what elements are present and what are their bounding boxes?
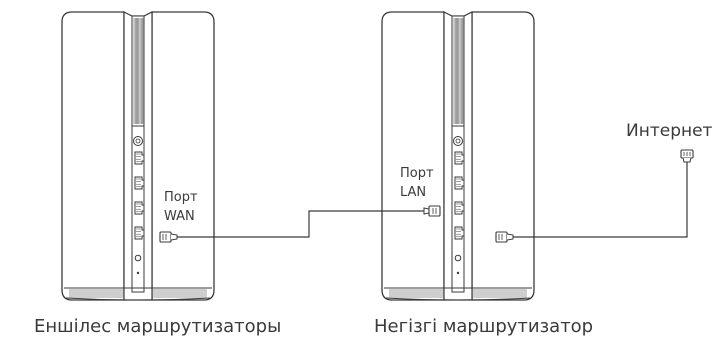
wan-port-label-line1: Порт: [164, 190, 198, 205]
wan-port-label-line2: WAN: [164, 209, 195, 224]
ethernet-port-icon: [134, 176, 145, 190]
status-led: [456, 271, 460, 275]
status-led: [136, 271, 140, 275]
ethernet-port-icon: [454, 176, 465, 190]
wan-plug-icon: [159, 231, 178, 243]
lan-port-label-line1: Порт: [400, 166, 434, 181]
lan-port-label-line2: LAN: [400, 185, 427, 200]
internet-cable: [512, 162, 688, 238]
router-left-shell: [61, 11, 125, 301]
wan-lan-cable: [176, 210, 424, 238]
router-right-shell: [151, 11, 215, 301]
router-left-shell: [381, 11, 445, 301]
ethernet-port-icon: [454, 226, 465, 240]
reset-hole-icon: [454, 254, 462, 262]
ethernet-port-icon: [454, 151, 465, 165]
lan-port-label: Порт LAN: [400, 164, 434, 202]
power-button-icon: [133, 136, 143, 146]
router-right-shell: [471, 11, 535, 301]
main-router-caption: Негізгі маршрутизатор: [374, 316, 594, 337]
main-router: [381, 11, 535, 301]
ethernet-port-icon: [134, 226, 145, 240]
wan-port-label: Порт WAN: [164, 188, 198, 226]
secondary-router-caption: Еншілес маршрутизаторы: [34, 316, 282, 337]
internet-label: Интернет: [626, 121, 713, 141]
ethernet-port-icon: [134, 151, 145, 165]
secondary-router: [61, 11, 215, 301]
wan-internet-plug-icon: [495, 231, 514, 243]
lan-plug-icon: [423, 205, 441, 217]
power-button-inner: [455, 138, 461, 144]
router-base-curve: [385, 297, 531, 301]
ethernet-port-icon: [134, 201, 145, 215]
power-button-icon: [453, 136, 463, 146]
ethernet-port-icon: [454, 201, 465, 215]
internet-plug-icon: [680, 149, 694, 163]
reset-hole-icon: [134, 254, 142, 262]
router-base-curve: [65, 297, 211, 301]
power-button-inner: [135, 138, 141, 144]
